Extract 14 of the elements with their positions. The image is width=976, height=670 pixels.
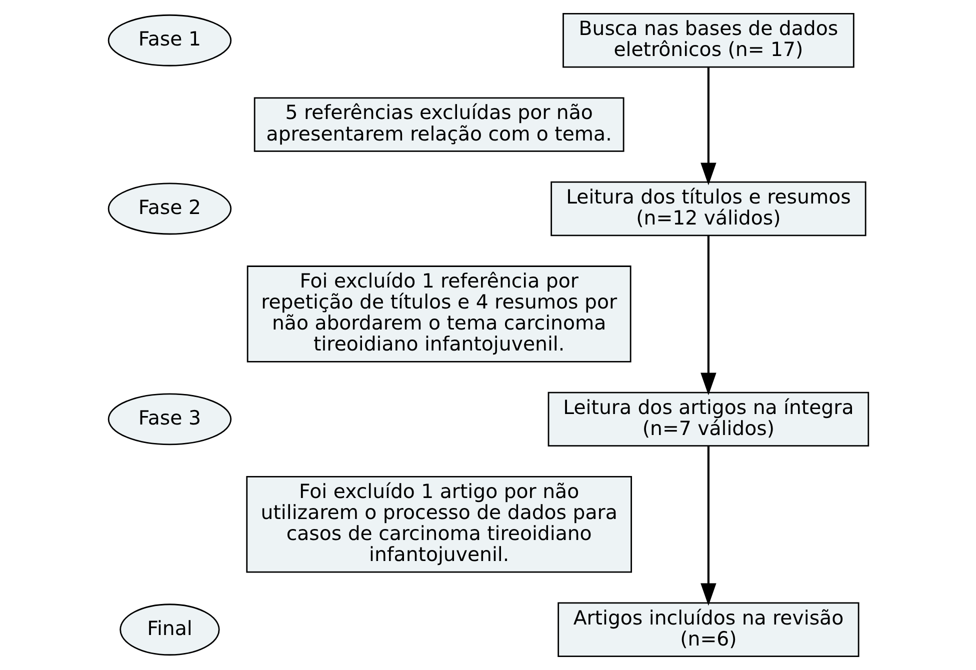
- node-box: 5 referências excluídas por não apresentarem relação com o tema.: [253, 97, 624, 152]
- node-ellipse: Fase 2: [107, 182, 232, 235]
- arrow: [700, 236, 716, 396]
- node-ellipse: Fase 1: [107, 14, 232, 66]
- node-ellipse: Final: [119, 604, 220, 656]
- node-box: Busca nas bases de dados eletrônicos (n= 17): [562, 13, 854, 68]
- node-box: Foi excluído 1 referência por repetição de títulos e 4 resumos por não abordarem o tema carcinoma tireoidiano infantojuvenil.: [246, 266, 631, 362]
- arrow: [700, 67, 716, 186]
- node-box: Artigos incluídos na revisão (n=6): [557, 602, 859, 657]
- node-box: Leitura dos títulos e resumos (n=12 válidos): [550, 181, 866, 236]
- arrow: [700, 446, 716, 606]
- node-box: Leitura dos artigos na íntegra (n=7 válidos): [547, 392, 869, 447]
- node-ellipse: Fase 3: [107, 393, 232, 446]
- node-box: Foi excluído 1 artigo por não utilizarem o processo de dados para casos de carcinoma tireoidiano infantojuvenil.: [246, 476, 632, 573]
